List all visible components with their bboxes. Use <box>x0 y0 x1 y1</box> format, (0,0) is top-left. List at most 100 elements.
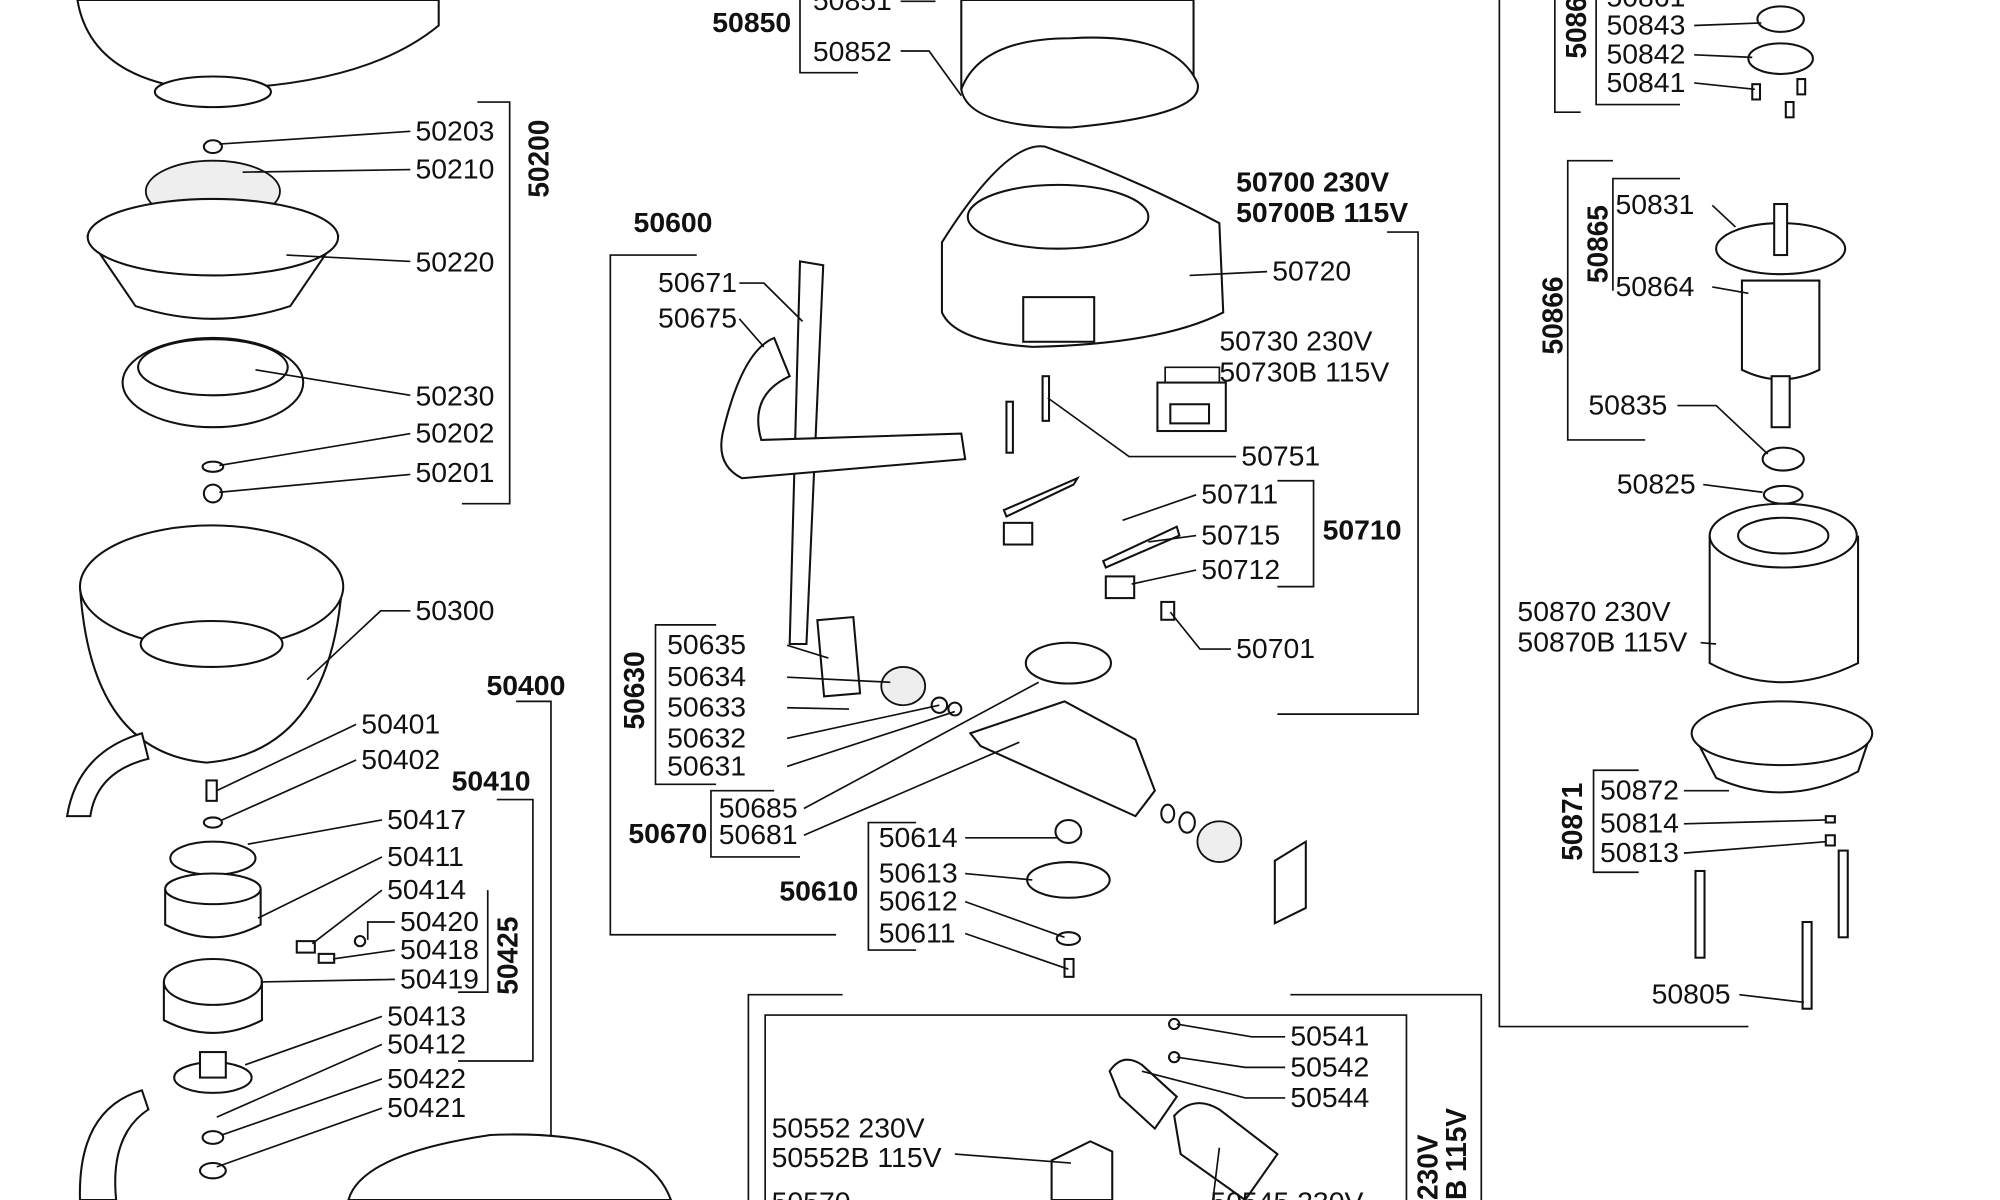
assembly-number-label: 50866 <box>1536 276 1568 354</box>
part-number-callout: 50730B 115V <box>1219 355 1389 387</box>
leader-line <box>1047 397 1237 458</box>
part-number-callout: 50401 <box>361 707 440 739</box>
part-number-callout: 50751 <box>1241 440 1320 472</box>
assembly-number-label: 50700B 115V <box>1236 196 1408 228</box>
leader-line <box>1694 54 1753 59</box>
part-number-callout: 50720 <box>1272 255 1351 287</box>
part-number-callout: 50611 <box>879 917 956 949</box>
part-number-callout: 50712 <box>1201 553 1280 585</box>
leader-line <box>221 1078 383 1136</box>
part-number-callout: 50210 <box>415 153 494 185</box>
leader-line <box>1683 840 1826 854</box>
leader-line <box>739 282 804 322</box>
leader-line <box>1169 611 1231 650</box>
leader-line <box>1711 204 1737 228</box>
part-number-callout: 50203 <box>415 114 494 146</box>
leader-line <box>900 50 962 97</box>
part-number-callout: 50402 <box>361 743 440 775</box>
assembly-number-label: 50850 <box>712 6 791 38</box>
part-number-callout: 50805 <box>1652 978 1731 1010</box>
leader-line <box>1141 1070 1286 1099</box>
part-number-callout: 50634 <box>667 660 746 692</box>
part-number-callout: 50421 <box>387 1091 466 1123</box>
assembly-number-label: 230V <box>1411 1134 1443 1200</box>
part-number-callout: 50230 <box>415 380 494 412</box>
leader-line <box>216 1043 383 1118</box>
part-number-callout: 50843 <box>1606 9 1685 41</box>
assembly-number-label: 50670 <box>628 817 707 849</box>
part-number-callout: 50422 <box>387 1062 466 1094</box>
part-number-callout: 50220 <box>415 246 494 278</box>
leader-line <box>1122 494 1197 522</box>
part-number-callout: 50851 <box>813 0 892 16</box>
part-number-callout: 50864 <box>1615 270 1694 302</box>
assembly-number-label: B 115V <box>1440 1108 1472 1200</box>
part-number-callout: 50730 230V <box>1219 325 1372 357</box>
leader-line <box>1694 82 1755 91</box>
part-number-callout: 50413 <box>387 999 466 1031</box>
leader-line <box>219 473 411 494</box>
assembly-number-label: 50871 <box>1556 783 1588 861</box>
part-number-callout: 50831 <box>1615 188 1694 220</box>
leader-line <box>306 610 411 681</box>
leader-line <box>1677 404 1769 455</box>
assembly-number-label: 50630 <box>618 651 650 729</box>
leader-line <box>1189 270 1268 277</box>
assembly-number-label: 50710 <box>1323 514 1402 546</box>
part-number-callout: 50842 <box>1606 38 1685 70</box>
leader-line <box>247 819 383 846</box>
part-number-callout: 50552 230V <box>772 1112 925 1144</box>
leader-line <box>787 706 850 710</box>
leader-line <box>216 723 357 792</box>
part-number-callout: 50870 230V <box>1517 595 1670 627</box>
part-number-callout: 50681 <box>719 818 798 850</box>
part-number-callout: 50671 <box>658 266 737 298</box>
leader-line <box>786 704 940 740</box>
leader-line <box>244 1015 383 1066</box>
part-number-callout: 50544 <box>1290 1081 1369 1113</box>
part-number-callout: 50711 <box>1201 478 1278 510</box>
leader-line <box>786 644 829 659</box>
part-number-callout: 50552B 115V <box>772 1141 942 1173</box>
part-number-callout: 50633 <box>667 691 746 723</box>
part-number-callout: 50635 <box>667 628 746 660</box>
leader-line <box>964 900 1065 939</box>
leader-line <box>1176 1056 1286 1069</box>
part-number-callout: 50814 <box>1600 807 1679 839</box>
part-number-callout: 50614 <box>879 821 958 853</box>
leader-line <box>1212 1147 1221 1200</box>
leader-line <box>255 369 411 397</box>
part-number-callout: 50685 <box>719 792 798 824</box>
leader-line <box>332 949 395 960</box>
leader-line <box>1148 534 1197 543</box>
part-number-callout: 50414 <box>387 873 466 905</box>
part-number-callout: 50418 <box>400 933 479 965</box>
part-number-callout: 50632 <box>667 721 746 753</box>
part-number-callout: 50570 <box>772 1186 851 1200</box>
leader-line <box>954 1153 1072 1164</box>
leader-line <box>1683 819 1826 825</box>
part-number-callout: 50872 <box>1600 774 1679 806</box>
leader-line <box>964 932 1069 970</box>
leader-line <box>1700 641 1717 645</box>
leader-line <box>1694 22 1762 27</box>
part-number-callout: 50861 <box>1606 0 1685 12</box>
assembly-number-label: 50700 230V <box>1236 165 1389 197</box>
leader-line <box>216 1107 383 1168</box>
assembly-brackets <box>458 0 1749 1200</box>
part-number-callout: 50613 <box>879 857 958 889</box>
part-number-callout: 50412 <box>387 1028 466 1060</box>
part-number-callout: 50542 <box>1290 1050 1369 1082</box>
leader-line <box>1712 286 1749 295</box>
part-number-callout: 50202 <box>415 417 494 449</box>
part-number-callout: 50545 230V <box>1210 1186 1363 1200</box>
leader-line <box>786 710 956 768</box>
part-number-callout: 50417 <box>387 803 466 835</box>
leader-lines <box>216 0 1826 1200</box>
part-drawings <box>65 0 1874 1200</box>
assembly-number-label: 50600 <box>634 206 713 238</box>
assembly-number-label: 5086 <box>1560 0 1592 59</box>
leader-line <box>803 741 1020 837</box>
leader-line <box>219 130 411 145</box>
